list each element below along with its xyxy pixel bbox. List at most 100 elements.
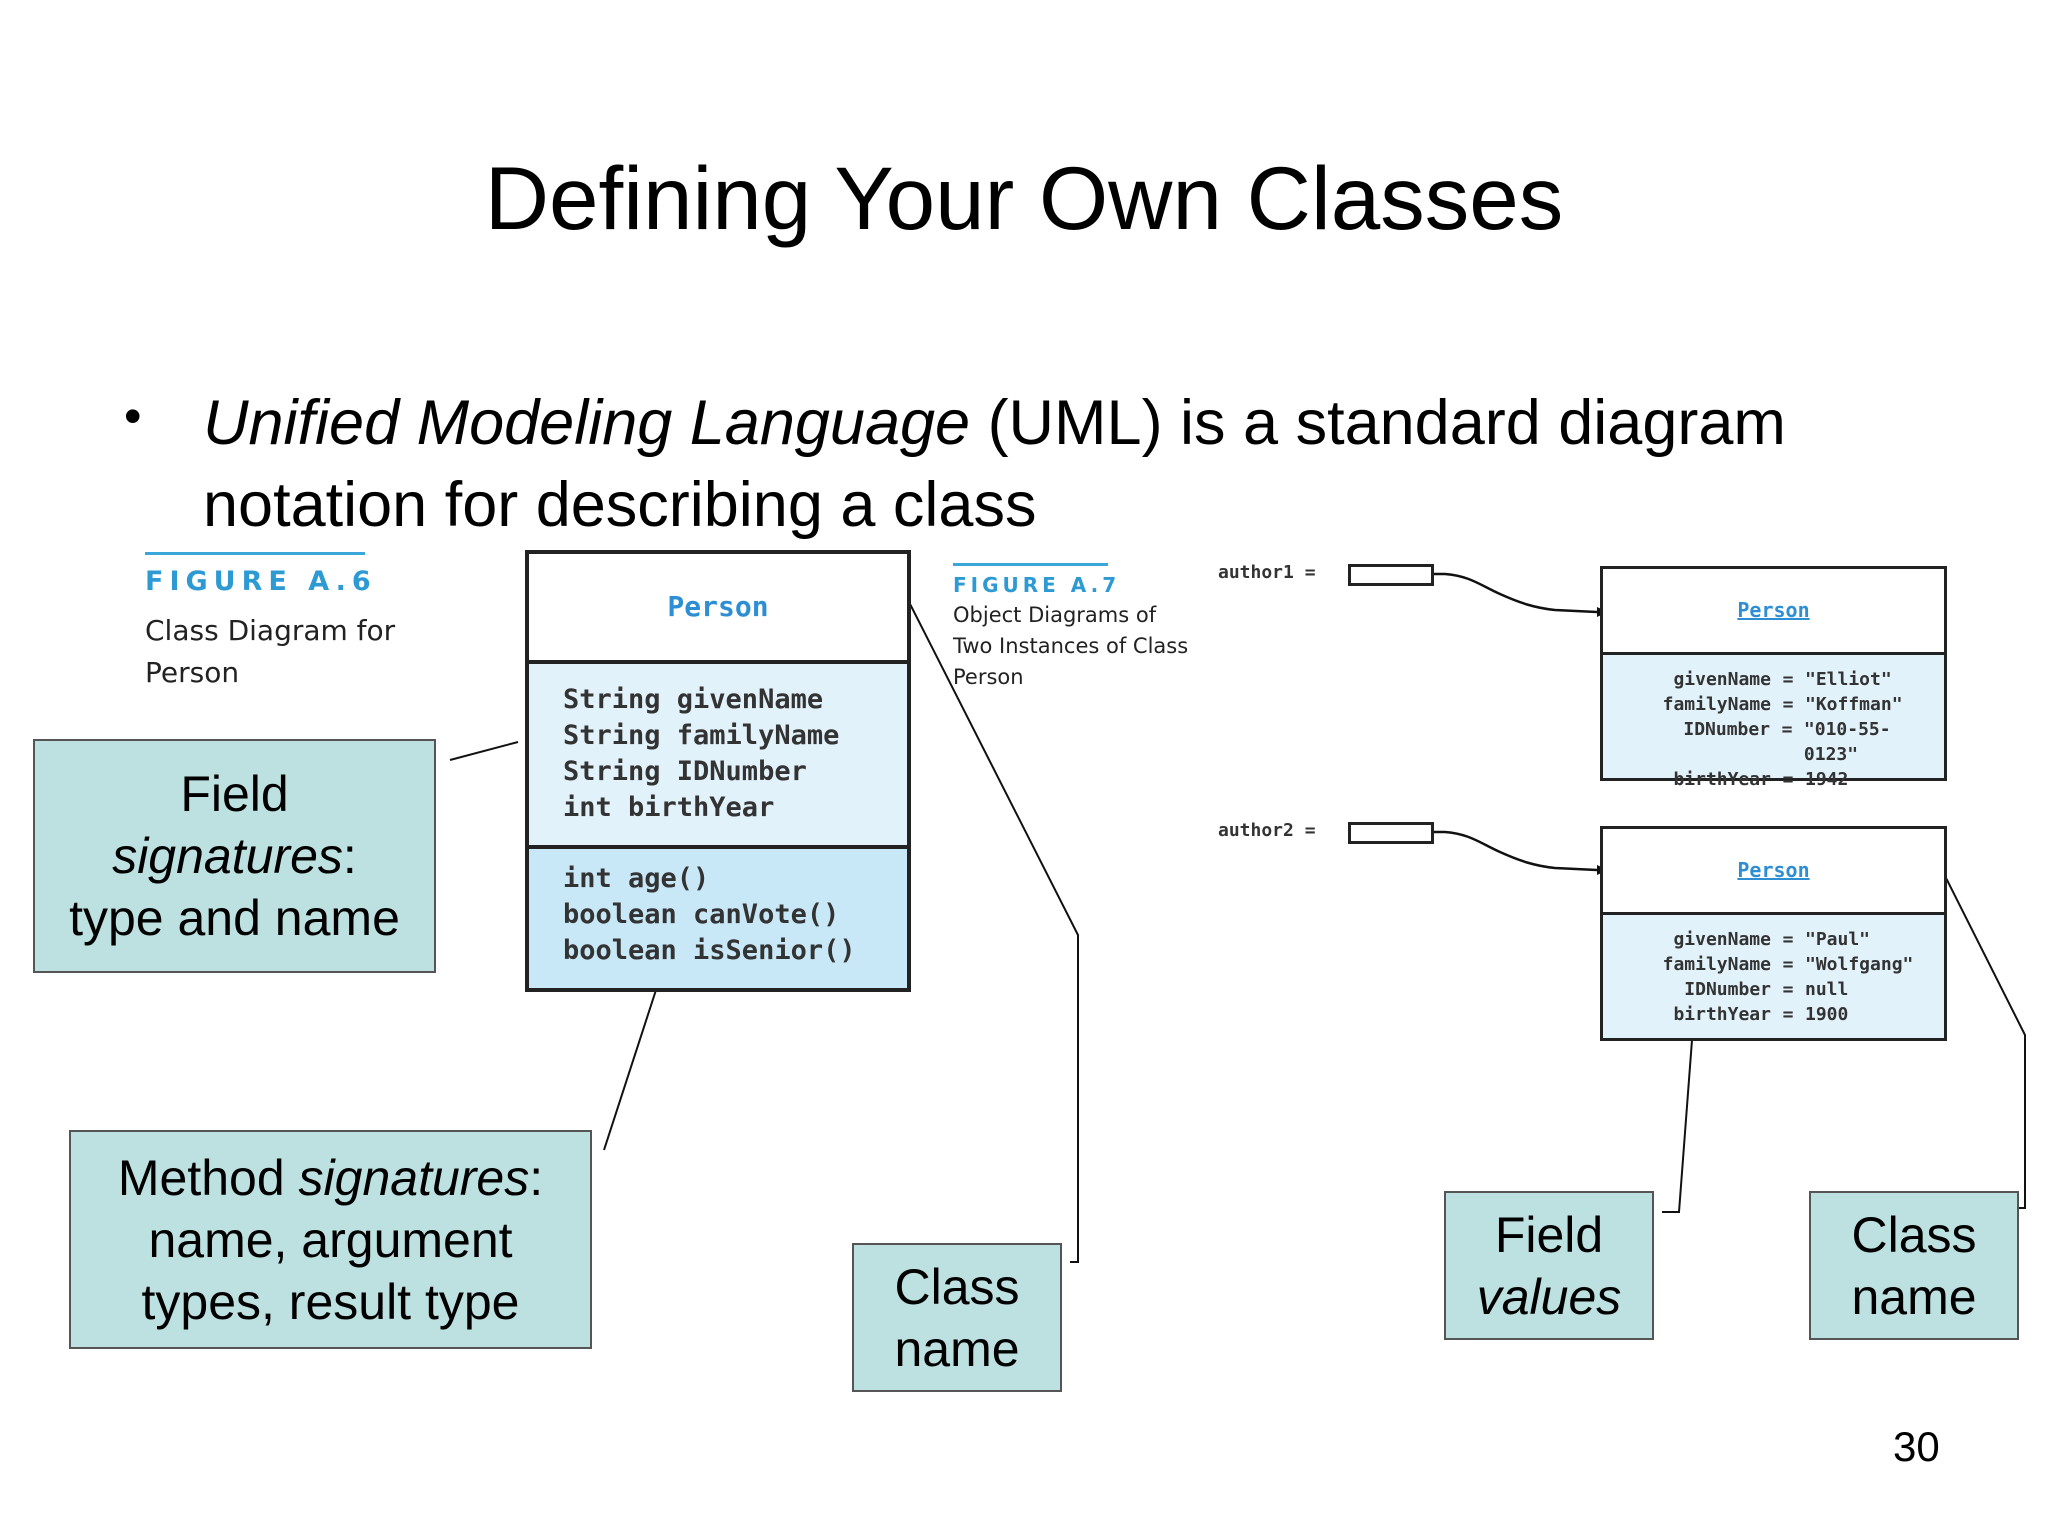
object-field-row: birthYear = 1900: [1603, 1002, 1944, 1027]
callout-italic: signatures: [112, 828, 343, 884]
slide-title: Defining Your Own Classes: [484, 148, 1564, 248]
uml-method: boolean canVote(): [563, 899, 840, 930]
callout-method-signatures: Method signatures: name, argument types,…: [69, 1130, 592, 1349]
callout-field-values: Field values: [1444, 1191, 1654, 1340]
figure-a7-rule: [953, 563, 1108, 566]
callout-line: signatures:: [35, 825, 434, 887]
equals-sign: =: [1782, 769, 1794, 790]
callout-line: Class: [894, 1258, 1020, 1315]
field-key: birthYear: [1673, 1004, 1771, 1025]
author2-ref-box: [1348, 822, 1434, 844]
author2-ref-label: author2 =: [1218, 820, 1316, 841]
class-name-right-pointer: [1939, 865, 2026, 1209]
callout-line: name: [894, 1320, 1020, 1377]
field-values-pointer: [1662, 1039, 1693, 1213]
object-fields: givenName = "Paul" familyName = "Wolfgang" I…: [1603, 912, 1944, 1038]
page-number: 30: [1893, 1423, 1940, 1470]
uml-method: int age(): [563, 863, 710, 894]
field-key: IDNumber: [1684, 979, 1771, 1000]
callout-italic: values: [1476, 1268, 1622, 1325]
author1-ref-label: author1 =: [1218, 562, 1316, 583]
callout-italic: signatures: [298, 1149, 530, 1206]
figure-a7-label: FIGURE A.7: [953, 573, 1121, 597]
equals-sign: =: [1782, 1004, 1794, 1025]
callout-text: Method: [117, 1149, 299, 1206]
figure-a6-caption-line2: Person: [145, 656, 240, 689]
uml-field: String familyName: [563, 720, 840, 751]
figure-a6-rule: [145, 552, 365, 555]
object-class-name: Person: [1737, 598, 1810, 622]
equals-sign: =: [1782, 669, 1794, 690]
equals-sign: =: [1782, 979, 1794, 1000]
uml-class-name: Person: [667, 590, 769, 623]
bullet-italic-term: Unified Modeling Language: [203, 388, 971, 458]
field-key: givenName: [1673, 669, 1771, 690]
field-value: "Koffman": [1805, 694, 1903, 715]
callout-line: types, result type: [141, 1273, 520, 1330]
callout-class-name-left: Class name: [852, 1243, 1062, 1392]
class-name-left-pointer: [907, 599, 1079, 1263]
object-field-row: IDNumber = null: [1603, 977, 1944, 1002]
bullet-marker: •: [124, 388, 142, 444]
figure-a6-caption-line1: Class Diagram for: [145, 614, 396, 647]
field-value: 1900: [1805, 1004, 1849, 1025]
figure-a6-caption: Class Diagram for Person: [145, 610, 395, 694]
bullet-rest: (UML) is a standard diagram notation for…: [203, 388, 1786, 540]
callout-line: Field: [180, 766, 289, 822]
author2-arrow: [1380, 830, 1598, 872]
equals-sign: =: [1781, 719, 1793, 740]
callout-punct: :: [342, 828, 357, 884]
method-sig-pointer: [603, 989, 657, 1151]
object-field-row: givenName = "Elliot": [1603, 667, 1944, 692]
uml-field: String IDNumber: [563, 756, 807, 787]
uml-method: boolean isSenior(): [563, 935, 856, 966]
callout-line: values: [1446, 1266, 1652, 1328]
callout-line: Field: [1494, 1206, 1604, 1263]
uml-field: String givenName: [563, 684, 824, 715]
uml-field: int birthYear: [563, 792, 775, 823]
field-value: 1942: [1805, 769, 1849, 790]
object-diagram-author1: Person givenName = "Elliot" familyName = "Ko…: [1600, 566, 1947, 790]
uml-class-diagram: Person String givenName String familyNam…: [525, 550, 911, 992]
callout-line: name: [1851, 1268, 1977, 1325]
figure-a7-caption-line3: Person: [953, 665, 1024, 689]
callout-line: Method signatures:: [71, 1147, 590, 1209]
equals-sign: =: [1782, 929, 1794, 950]
figure-a7-caption-line2: Two Instances of Class: [953, 634, 1189, 658]
field-value: "Elliot": [1805, 669, 1892, 690]
author1-arrow: [1380, 572, 1598, 614]
object-field-row: givenName = "Paul": [1603, 927, 1944, 952]
figure-a7-caption-line1: Object Diagrams of: [953, 603, 1157, 627]
callout-line: type and name: [69, 890, 400, 946]
figure-a7-caption: Object Diagrams of Two Instances of Clas…: [953, 600, 1188, 693]
field-sig-pointer: [449, 741, 519, 761]
callout-class-name-right: Class name: [1809, 1191, 2019, 1340]
callout-field-signatures: Field signatures: type and name: [33, 739, 436, 973]
field-value: "010-55-0123": [1803, 719, 1891, 765]
field-key: givenName: [1673, 929, 1771, 950]
object-fields: givenName="Elliot" familyName="Koffman" …: [1603, 652, 1944, 790]
object-diagram-author2: Person givenName = "Paul" familyName = "Wolf…: [1600, 826, 1947, 1041]
callout-line: name, argument: [148, 1211, 513, 1268]
field-key: familyName: [1662, 694, 1771, 715]
callout-line: Class: [1851, 1206, 1977, 1263]
field-value: null: [1805, 979, 1849, 1000]
uml-methods-section: int age() boolean canVote() boolean isSe…: [529, 845, 907, 988]
equals-sign: =: [1782, 954, 1794, 975]
bullet-text: Unified Modeling Language (UML) is a sta…: [203, 382, 1963, 546]
field-value: "Paul": [1805, 929, 1871, 950]
object-field-row: familyName = "Wolfgang": [1603, 952, 1944, 977]
field-key: birthYear: [1673, 769, 1771, 790]
object-field-row: birthYear = 1942: [1603, 767, 1944, 792]
field-key: familyName: [1662, 954, 1771, 975]
field-value: "Wolfgang": [1805, 954, 1914, 975]
object-class-name: Person: [1737, 858, 1810, 882]
figure-a6-label: FIGURE A.6: [145, 566, 377, 597]
object-field-row: familyName = "Koffman": [1603, 692, 1944, 717]
field-key: IDNumber: [1683, 719, 1771, 740]
uml-fields-section: String givenName String familyName Strin…: [529, 660, 907, 845]
object-field-row: IDNumber = "010-55-0123": [1603, 717, 1944, 767]
equals-sign: =: [1782, 694, 1794, 715]
author1-ref-box: [1348, 564, 1434, 586]
